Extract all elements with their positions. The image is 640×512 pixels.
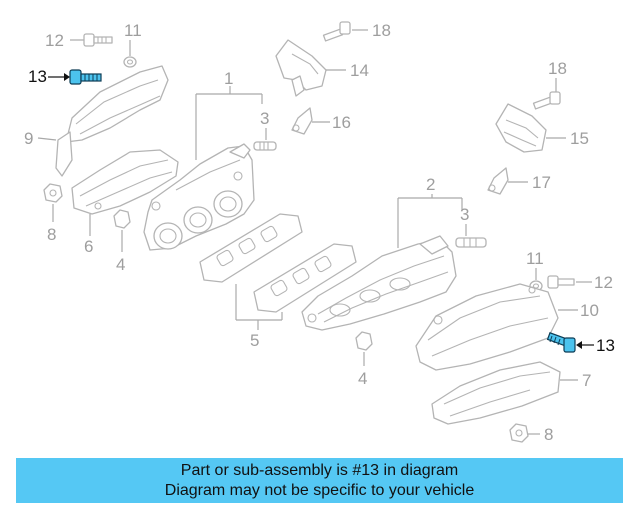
callout-3-left: 3 [260,109,269,128]
heat-shield-9: 9 [24,65,169,177]
heat-shield-6: 6 [71,149,179,256]
heat-shield-7: 7 [431,361,591,425]
callout-13-right: 13 [596,336,615,355]
clip-16: 16 [291,107,351,135]
clip-17: 17 [487,167,551,195]
stud-3-left: 3 [253,109,277,151]
bolt-18-top: 18 [322,21,391,42]
callout-4-left: 4 [116,255,125,274]
callout-9: 9 [24,129,33,148]
nut-4-left: 4 [113,209,131,274]
callout-8-left: 8 [47,225,56,244]
nut-4-center: 4 [355,331,373,388]
callout-7: 7 [582,371,591,390]
callout-13-left: 13 [28,67,47,86]
nut-8-right: 8 [509,423,553,444]
exhaust-manifold-1: 1 [143,69,263,251]
callout-12-right: 12 [594,273,613,292]
bolt-12-top: 12 [45,31,113,50]
callout-1: 1 [224,69,233,88]
nut-11-right: 11 [526,249,544,292]
nut-8-left: 8 [43,183,63,244]
callout-15: 15 [570,129,589,148]
stud-3-right: 3 [455,205,487,248]
bolt-13-highlighted-left[interactable]: 13 [28,67,102,86]
exploded-parts-diagram: 12 11 13 9 6 [24,21,615,444]
callout-11-right: 11 [526,249,544,268]
callout-11-top: 11 [124,21,142,40]
callout-10: 10 [580,301,599,320]
bolt-18-right: 18 [532,59,567,110]
callout-14: 14 [350,61,369,80]
gaskets-5: 5 [199,213,357,350]
callout-2: 2 [426,175,435,194]
callout-16: 16 [332,113,351,132]
nut-11-top: 11 [123,21,142,68]
bolt-12-right: 12 [547,273,613,292]
info-banner: Part or sub-assembly is #13 in diagram D… [16,458,623,503]
callout-12-top: 12 [45,31,64,50]
bracket-15: 15 [495,103,589,153]
heat-shield-10: 10 [415,283,599,371]
callout-18-top: 18 [372,21,391,40]
callout-3-right: 3 [460,205,469,224]
callout-8-right: 8 [544,425,553,444]
callout-6: 6 [84,237,93,256]
callout-5: 5 [250,331,259,350]
banner-line-disclaimer: Diagram may not be specific to your vehi… [164,482,475,499]
bracket-14: 14 [275,39,369,97]
banner-line-part: Part or sub-assembly is #13 in diagram [180,462,459,479]
callout-18-right: 18 [548,59,567,78]
bolt-13-highlighted-right[interactable]: 13 [546,332,615,355]
exhaust-manifold-2: 2 [301,175,463,331]
callout-4-center: 4 [358,369,367,388]
callout-17: 17 [532,173,551,192]
